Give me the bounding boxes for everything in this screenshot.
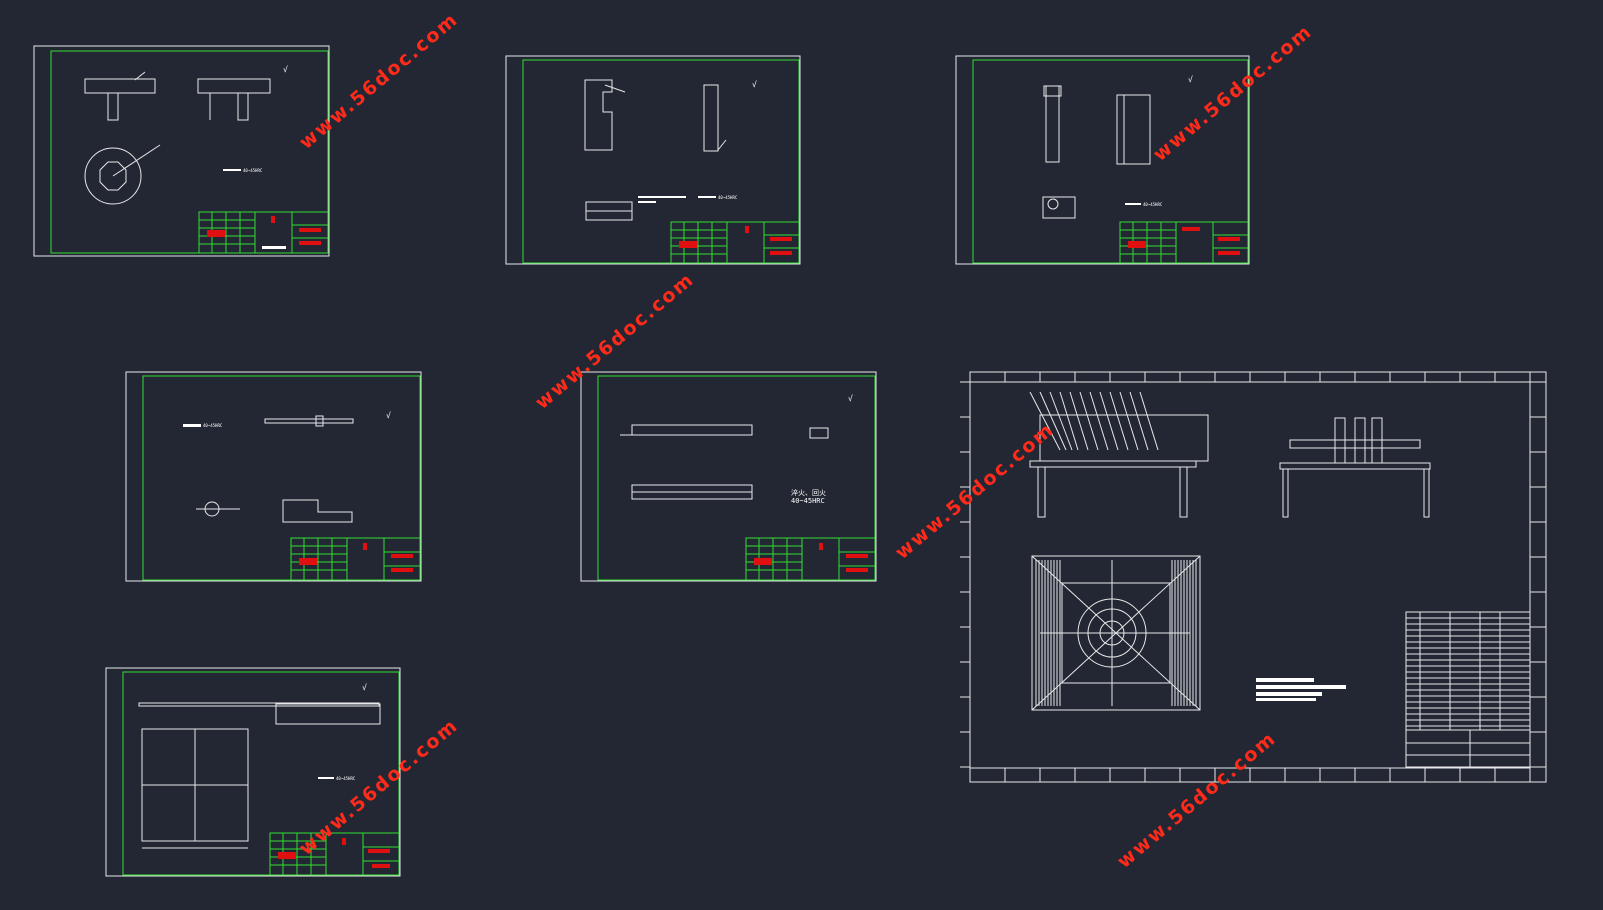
drawing-sheet-7-assembly[interactable] (960, 371, 1547, 783)
watermark-3: www.56doc.com (531, 268, 699, 414)
drawing-sheet-4[interactable]: 40~45HRC √ (125, 371, 422, 582)
watermark-5: www.56doc.com (295, 714, 463, 860)
sheet-4-hardness: 40~45HRC (203, 423, 223, 428)
watermarks: www.56doc.com www.56doc.com www.56doc.co… (295, 8, 1317, 873)
ruler-top (969, 372, 1531, 782)
drawing-sheet-6[interactable]: √ 40~45HRC (105, 667, 401, 877)
drawing-sheet-3[interactable]: √ 40~45HRC (955, 55, 1250, 265)
ruler-left (960, 381, 1546, 768)
drawing-sheet-5[interactable]: √ 淬火、回火 40~45HRC (580, 371, 877, 582)
title-block-5 (745, 537, 876, 581)
svg-text:√: √ (283, 65, 288, 74)
title-block-6 (269, 832, 400, 876)
watermark-4: www.56doc.com (891, 418, 1059, 564)
drawing-sheet-1[interactable]: √ 40~45HRC (33, 45, 330, 257)
title-block-1 (198, 211, 329, 254)
sheet-2-hardness: 40~45HRC (718, 195, 738, 200)
svg-text:√: √ (848, 394, 853, 403)
drawing-sheet-2[interactable]: √ 40~45HRC (505, 55, 801, 265)
svg-text:√: √ (752, 80, 757, 89)
title-block-2 (670, 221, 800, 264)
plan-hatch (1035, 560, 1197, 706)
sheet-3-hardness: 40~45HRC (1143, 202, 1163, 207)
sheet-5-heat-note: 淬火、回火 (791, 488, 826, 497)
sheet-1-hardness: 40~45HRC (243, 168, 263, 173)
parts-list-table (1405, 611, 1531, 768)
svg-text:√: √ (362, 683, 367, 692)
svg-text:√: √ (1188, 75, 1193, 84)
title-block-3 (1119, 221, 1249, 264)
svg-text:√: √ (386, 411, 391, 420)
watermark-1: www.56doc.com (295, 8, 463, 154)
title-block-4 (290, 537, 421, 581)
watermark-6: www.56doc.com (1113, 727, 1281, 873)
sheet-5-hardness: 40~45HRC (791, 497, 825, 505)
sheet-6-hardness: 40~45HRC (336, 776, 356, 781)
watermark-2: www.56doc.com (1149, 20, 1317, 166)
